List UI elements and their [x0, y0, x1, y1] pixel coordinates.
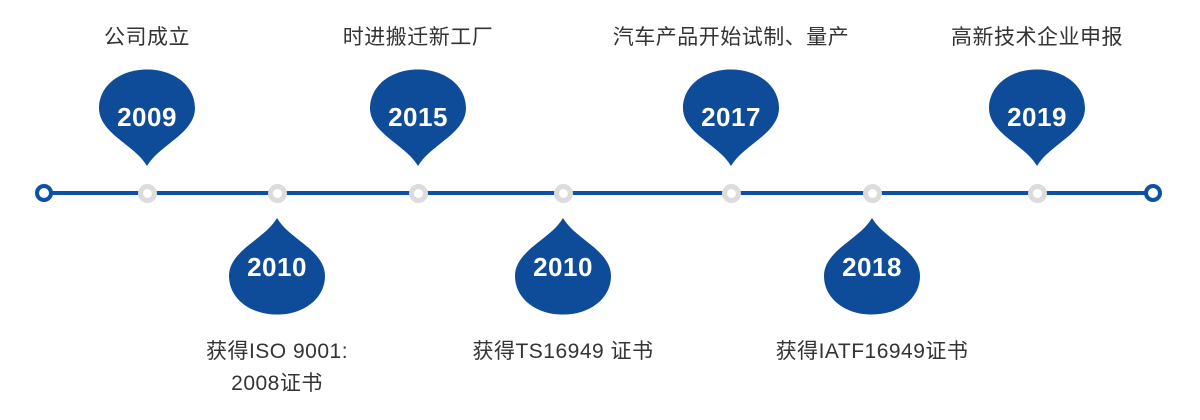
- teardrop-icon: [515, 218, 611, 315]
- timeline-item-2009: 公司成立 2009: [0, 0, 297, 420]
- timeline-item-2018: 获得IATF16949证书 2018: [722, 0, 1022, 420]
- year-drop: 2017: [681, 68, 781, 166]
- timeline-node-icon: [862, 183, 882, 203]
- milestone-year: 2019: [1007, 101, 1067, 132]
- milestone-year: 2010: [247, 251, 307, 282]
- milestone-label: 获得IATF16949证书: [775, 340, 969, 363]
- milestone-year: 2010: [533, 251, 593, 282]
- timeline-node-icon: [553, 183, 573, 203]
- timeline-node-icon: [267, 183, 287, 203]
- timeline-item-2015: 时进搬迁新工厂 2015: [268, 0, 568, 420]
- timeline-start-ring-icon: [35, 184, 53, 202]
- teardrop-icon: [99, 69, 195, 166]
- timeline-end-ring-icon: [1144, 184, 1162, 202]
- teardrop-icon: [824, 218, 920, 315]
- milestone-year: 2018: [842, 251, 902, 282]
- year-drop: 2009: [97, 68, 197, 166]
- timeline-node-icon: [1027, 183, 1047, 203]
- timeline-item-2019: 高新技术企业申报 2019: [887, 0, 1187, 420]
- year-drop: 2015: [368, 68, 468, 166]
- milestone-year: 2015: [388, 101, 448, 132]
- milestone-label: 高新技术企业申报: [951, 26, 1123, 49]
- teardrop-icon: [989, 69, 1085, 166]
- year-drop: 2019: [987, 68, 1087, 166]
- timeline-node-icon: [137, 183, 157, 203]
- milestone-label: 公司成立: [104, 26, 190, 49]
- milestone-label: 获得ISO 9001: 2008证书: [205, 340, 349, 395]
- timeline-item-2010-ts16949: 获得TS16949 证书 2010: [413, 0, 713, 420]
- timeline-item-2010-iso: 获得ISO 9001: 2008证书 2010: [127, 0, 427, 420]
- teardrop-icon: [370, 69, 466, 166]
- milestone-year: 2009: [117, 101, 177, 132]
- teardrop-icon: [683, 69, 779, 166]
- year-drop: 2018: [822, 218, 922, 316]
- year-drop: 2010: [513, 218, 613, 316]
- timeline-node-icon: [721, 183, 741, 203]
- timeline-line: [44, 191, 1153, 195]
- milestone-label: 汽车产品开始试制、量产: [612, 26, 850, 49]
- timeline-node-icon: [408, 183, 428, 203]
- milestone-year: 2017: [701, 101, 761, 132]
- teardrop-icon: [229, 218, 325, 315]
- year-drop: 2010: [227, 218, 327, 316]
- timeline-item-2017: 汽车产品开始试制、量产 2017: [581, 0, 881, 420]
- milestone-label: 时进搬迁新工厂: [342, 26, 494, 49]
- milestone-label: 获得TS16949 证书: [472, 340, 654, 363]
